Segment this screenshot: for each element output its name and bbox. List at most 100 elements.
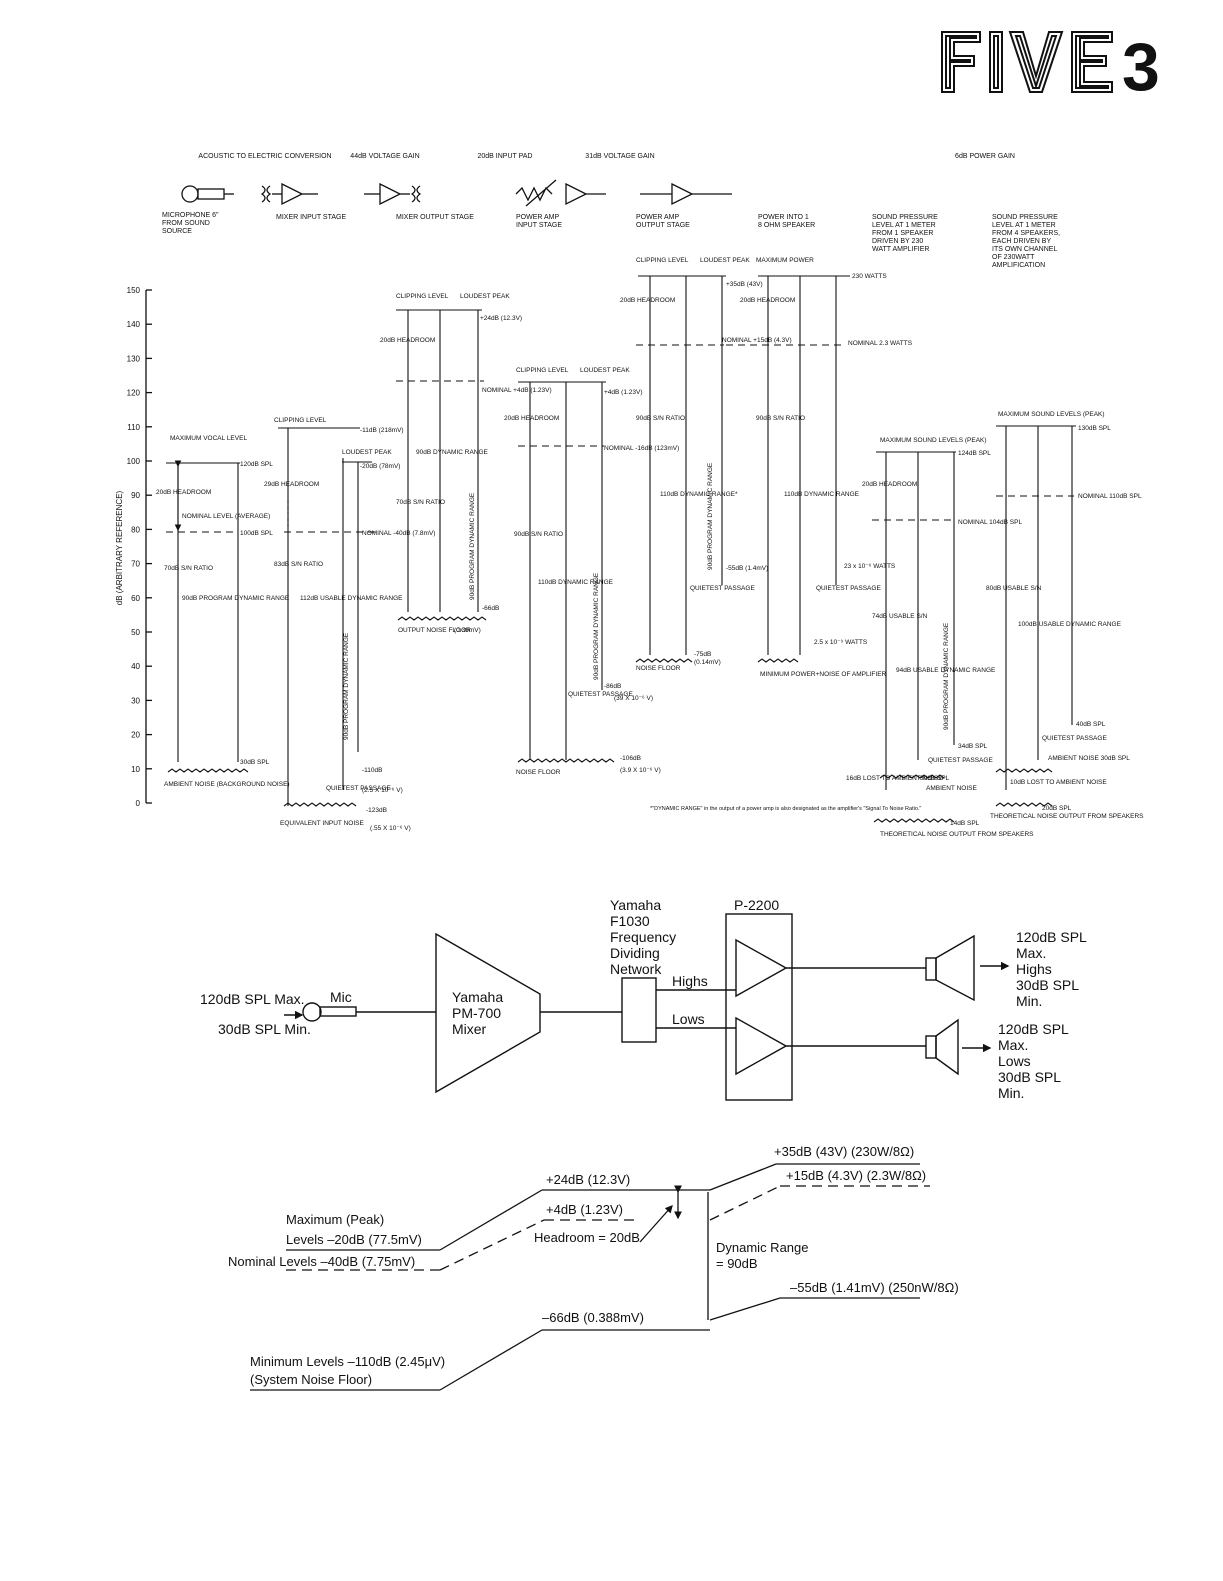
signal-chain-symbols	[181, 179, 732, 207]
chain-label-pad: 20dB INPUT PAD	[478, 153, 533, 160]
block-highs: Highs	[672, 973, 708, 989]
c5-nominal: NOMINAL +15dB (4.3V)	[722, 337, 792, 344]
mixer-triangle-icon	[435, 932, 541, 1094]
horn-speaker-icon	[925, 957, 937, 981]
five3-logo: 3	[938, 28, 1198, 105]
c2-m11: -11dB (218mV)	[360, 427, 404, 434]
axis-tick-label: 0	[136, 799, 141, 808]
c4-quietest: QUIETEST PASSAGE	[568, 691, 633, 698]
c3-headroom: 20dB HEADROOM	[380, 337, 435, 344]
c8-lost: 10dB LOST TO AMBIENT NOISE	[1010, 779, 1107, 786]
crossover-box	[621, 977, 657, 1043]
c7-prog: 90dB PROGRAM DYNAMIC RANGE	[943, 622, 950, 730]
c4-floor: NOISE FLOOR	[516, 769, 561, 776]
axis-label: dB (ARBITRARY REFERENCE)	[115, 490, 124, 605]
lvl-p15: +15dB (4.3V) (2.3W/8Ω)	[786, 1168, 926, 1183]
c7-headroom: 20dB HEADROOM	[862, 481, 917, 488]
c2-nominal: NOMINAL -40dB (7.8mV)	[362, 530, 435, 537]
c8-nominal: NOMINAL 110dB SPL	[1078, 493, 1142, 500]
axis-tick-label: 80	[131, 525, 140, 534]
lvl-dyn: Dynamic Range	[716, 1240, 809, 1255]
c7-ambient: AMBIENT NOISE	[926, 785, 977, 792]
c5-dyn: 110dB DYNAMIC RANGE*	[660, 491, 738, 498]
c2-prog: 90dB PROGRAM DYNAMIC RANGE	[343, 632, 350, 740]
c5-quietest: QUIETEST PASSAGE	[690, 585, 755, 592]
axis-tick-label: 70	[131, 560, 140, 569]
axis-tick-label: 30	[131, 696, 140, 705]
c6-maxpower: MAXIMUM POWER	[756, 257, 814, 264]
c7-34spl: 34dB SPL	[958, 743, 988, 750]
axis-tick-label: 40	[131, 662, 140, 671]
lvl-p4: +4dB (1.23V)	[546, 1202, 623, 1217]
c7-nominal: NOMINAL 104dB SPL	[958, 519, 1022, 526]
c8-40spl: 40dB SPL	[1076, 721, 1106, 728]
chain-label-44db: 44dB VOLTAGE GAIN	[350, 153, 419, 160]
c7-theo: THEORETICAL NOISE OUTPUT FROM SPEAKERS	[880, 831, 1034, 838]
chain-label-31db: 31dB VOLTAGE GAIN	[585, 153, 654, 160]
c6-230w: 230 WATTS	[852, 273, 887, 280]
c5-floor: NOISE FLOOR	[636, 665, 681, 672]
block-amp: P-2200	[734, 897, 779, 913]
mic-icon	[302, 1002, 322, 1022]
axis-tick-label: 90	[131, 491, 140, 500]
axis-tick-label: 50	[131, 628, 140, 637]
c2-m110: -110dB	[362, 767, 382, 774]
block-in-max: 120dB SPL Max.	[200, 991, 305, 1007]
c2-quietest: QUIETEST PASSAGE	[326, 785, 391, 792]
c6-dyn: 110dB DYNAMIC RANGE	[784, 491, 860, 498]
c1-sn: 70dB S/N RATIO	[164, 565, 213, 572]
lvl-p35: +35dB (43V) (230W/8Ω)	[774, 1144, 914, 1159]
level-lines	[250, 1163, 930, 1391]
chain-label-6db: 6dB POWER GAIN	[955, 153, 1015, 160]
c1-ambient: AMBIENT NOISE (BACKGROUND NOISE)	[164, 781, 290, 788]
c7-14spl: 14dB SPL	[950, 820, 980, 827]
c1-max-vocal: MAXIMUM VOCAL LEVEL	[170, 435, 247, 442]
c5-clip: CLIPPING LEVEL	[636, 257, 689, 264]
c4-clip: CLIPPING LEVEL	[516, 367, 569, 374]
c2-m20: -20dB (78mV)	[360, 463, 400, 470]
c1-nominal: NOMINAL LEVEL (AVERAGE)	[182, 513, 270, 520]
c4-prog: 90dB PROGRAM DYNAMIC RANGE	[593, 572, 600, 680]
amp-box	[725, 913, 793, 1101]
axis-tick-label: 150	[127, 286, 141, 295]
c3-clip: CLIPPING LEVEL	[396, 293, 449, 300]
footnote: *"DYNAMIC RANGE" in the output of a powe…	[650, 806, 921, 812]
c8-quietest: QUIETEST PASSAGE	[1042, 735, 1107, 742]
c8-ambient: AMBIENT NOISE 30dB SPL	[1048, 755, 1130, 762]
axis-tick-label: 60	[131, 594, 140, 603]
c4-headroom: 20dB HEADROOM	[504, 415, 559, 422]
c2-ein: EQUIVALENT INPUT NOISE	[280, 820, 364, 827]
c5-floorval: (0.14mV)	[694, 659, 721, 666]
c2-clip: CLIPPING LEVEL	[274, 417, 327, 424]
c3-m66: -66dB	[482, 605, 499, 612]
c8-130spl: 130dB SPL	[1078, 425, 1111, 432]
c6-qw: 23 x 10⁻⁶ WATTS	[844, 563, 896, 570]
axis-tick-label: 120	[127, 389, 141, 398]
c8-20spl: 20dB SPL	[1042, 805, 1072, 812]
stage-label-mixer-input: MIXER INPUT STAGE	[276, 214, 346, 221]
block-in-min: 30dB SPL Min.	[218, 1021, 311, 1037]
c4-floorval: (3.9 X 10⁻⁶ V)	[620, 767, 661, 774]
c7-124spl: 124dB SPL	[958, 450, 991, 457]
c6-sn: 90dB S/N RATIO	[756, 415, 805, 422]
c2-usable: 112dB USABLE DYNAMIC RANGE	[300, 595, 403, 602]
c1-100spl: 100dB SPL	[240, 530, 273, 537]
c5-m75: -75dB	[694, 651, 711, 658]
lows-speaker-icon	[925, 1035, 937, 1059]
lvl-m55: –55dB (1.41mV) (250nW/8Ω)	[790, 1280, 959, 1295]
c1-headroom: 20dB HEADROOM	[156, 489, 211, 496]
c6-nominal: NOMINAL 2.3 WATTS	[848, 340, 913, 347]
axis-tick-label: 140	[127, 320, 141, 329]
c1-120spl: 120dB SPL	[240, 461, 273, 468]
c7-sn: 74dB USABLE S/N	[872, 613, 928, 620]
